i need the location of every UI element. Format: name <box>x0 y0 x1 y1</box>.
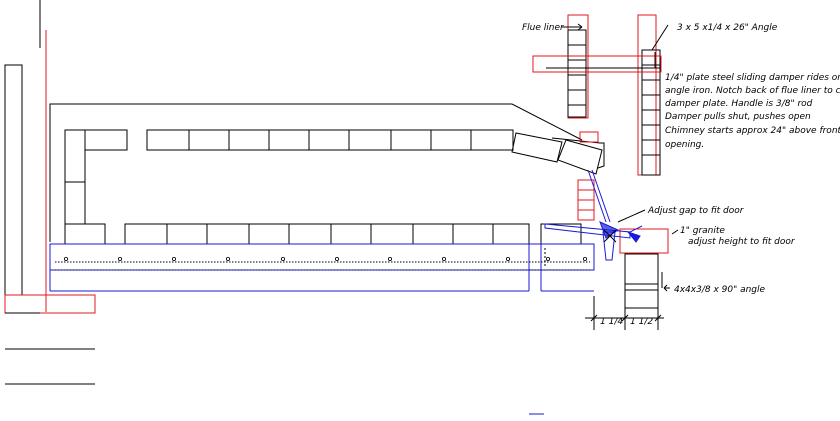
hearth-slab <box>49 243 595 292</box>
door-mechanism <box>544 169 643 261</box>
angle-iron-box <box>624 253 663 309</box>
dimension-bottom <box>585 296 664 330</box>
front-red-blocks <box>577 131 669 254</box>
hearth-outline <box>49 103 583 242</box>
flue-liner-stack <box>567 14 589 119</box>
angle-spec-label: 3 x 5 x1/4 x 26" Angle <box>677 23 778 33</box>
granite-adjust-label: adjust height to fit door <box>688 237 796 247</box>
leader-lines <box>562 23 679 292</box>
dimension-right-label: 1 1/2 <box>630 317 653 327</box>
dimension-left-label: 1 1/4 <box>600 317 623 327</box>
damper-note-line-2: angle iron. Notch back of flue liner to … <box>665 86 840 96</box>
upper-brick-row <box>64 129 605 225</box>
flue-liner-label: Flue liner <box>522 23 565 33</box>
angle-90-label: 4x4x3/8 x 90" angle <box>674 285 766 295</box>
left-column <box>4 0 96 314</box>
damper-note-line-5: Chimney starts approx 24" above front <box>665 126 840 136</box>
anchor-bolts <box>64 256 588 261</box>
damper-note-line-6: opening. <box>665 140 704 150</box>
damper-plate <box>532 52 662 73</box>
damper-note-line-1: 1/4" plate steel sliding damper rides on <box>665 73 840 83</box>
chimney-stack-right <box>637 14 661 176</box>
adjust-gap-label: Adjust gap to fit door <box>647 206 745 216</box>
damper-note-line-4: Damper pulls shut, pushes open <box>665 112 811 122</box>
damper-note-line-3: damper plate. Handle is 3/8" rod <box>665 99 813 109</box>
lower-brick-row <box>64 223 582 245</box>
dimension-lines-left <box>5 348 544 415</box>
granite-label: 1" granite <box>680 226 725 236</box>
